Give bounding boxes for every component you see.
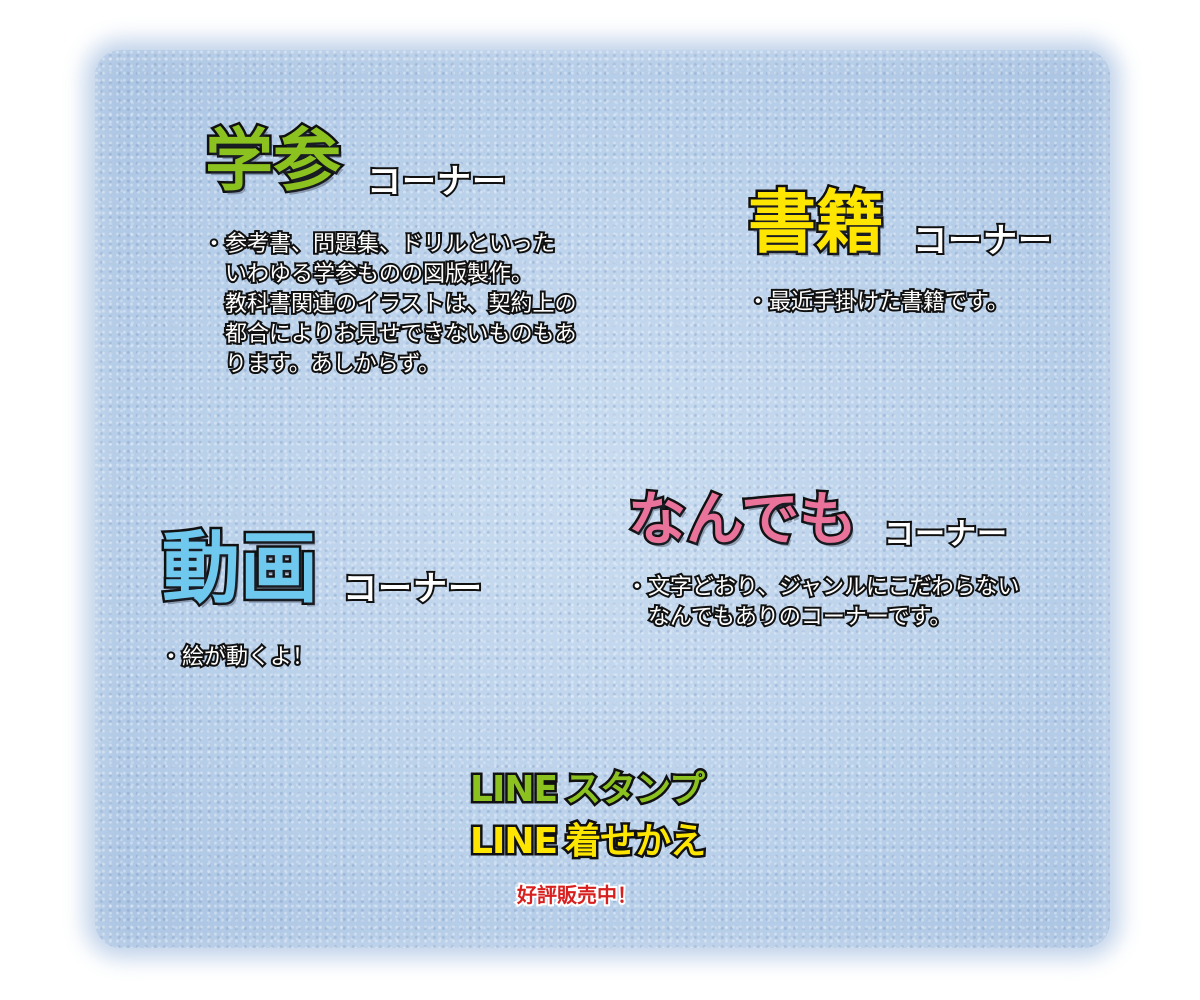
nandemo-title: なんでも [625, 485, 859, 553]
gakusan-title: 学参 [202, 122, 343, 201]
nandemo-desc-line: なんでもありのコーナーです。 [646, 603, 953, 632]
shoseki-description: ・最近手掛けた書籍です。 [745, 288, 1011, 318]
shoseki-corner-label: コーナー [911, 221, 1054, 261]
line-stamp-prefix: LINE [467, 769, 560, 810]
gakusan-desc-line: ・参考書、問題集、ドリルといった [201, 230, 557, 259]
shoseki-desc-line: ・最近手掛けた書籍です。 [745, 288, 1011, 317]
on-sale-label: 好評販売中！ [515, 883, 639, 907]
shoseki-title: 書籍 [745, 184, 886, 263]
nandemo-corner-label: コーナー [882, 517, 1009, 552]
line-kisekae-prefix: LINE [467, 821, 560, 862]
line-stamp-text: スタンプ [563, 769, 708, 810]
line-kisekae-text: 着せかえ [563, 821, 709, 862]
gakusan-desc-line: いわゆる学参ものの図版製作。 [223, 260, 535, 289]
gakusan-description: ・参考書、問題集、ドリルといった いわゆる学参ものの図版製作。 教科書関連のイラ… [201, 230, 579, 380]
douga-desc-line: ・絵が動くよ！ [158, 643, 316, 672]
textured-background-panel [95, 50, 1110, 948]
nandemo-desc-line: ・文字どおり、ジャンルにこだわらない [624, 573, 1022, 602]
gakusan-desc-line: ります。あしからず。 [223, 350, 442, 379]
nandemo-description: ・文字どおり、ジャンルにこだわらない なんでもありのコーナーです。 [624, 573, 1022, 633]
gakusan-corner-label: コーナー [365, 162, 508, 202]
gakusan-desc-line: 都合によりお見せできないものもあ [223, 320, 579, 349]
douga-title: 動画 [159, 524, 320, 614]
gakusan-desc-line: 教科書関連のイラストは、契約上の [223, 290, 579, 319]
douga-corner-label: コーナー [341, 569, 484, 609]
douga-description: ・絵が動くよ！ [158, 643, 316, 673]
